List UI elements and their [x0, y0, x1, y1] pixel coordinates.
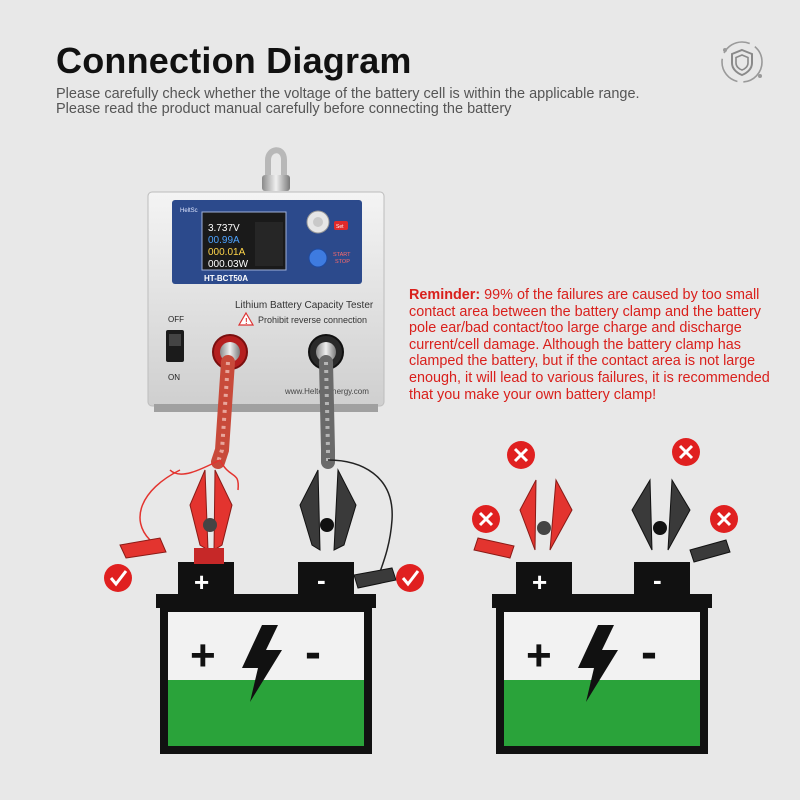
- set-label: Set: [336, 224, 344, 230]
- reminder-body: 99% of the failures are caused by too sm…: [409, 287, 770, 403]
- reminder-label: Reminder:: [409, 287, 481, 303]
- cross-mark-icon: [507, 441, 535, 469]
- reading-voltage: 3.737V: [208, 223, 240, 234]
- shield-icon: [721, 41, 763, 83]
- tester-device: HeltSc 3.737V 00.99A 000.01A 000.03W HT-…: [147, 147, 385, 412]
- red-clamp: [119, 469, 233, 564]
- small-black-clip: [353, 567, 397, 589]
- check-mark-icon: [396, 564, 424, 592]
- reminder-text: Reminder: 99% of the failures are caused…: [409, 287, 789, 403]
- check-mark-icon: [104, 564, 132, 592]
- reading-current-2: 000.01A: [208, 247, 246, 258]
- start-stop-button[interactable]: [308, 248, 328, 268]
- post-minus-label-wrong: -: [653, 565, 662, 595]
- switch-on-label: ON: [168, 373, 180, 382]
- cables: [139, 355, 393, 579]
- device-feet: [154, 404, 378, 412]
- post-plus-label-wrong: +: [532, 567, 547, 597]
- device-name-label: Lithium Battery Capacity Tester: [235, 300, 374, 311]
- warning-triangle-icon: !: [237, 311, 255, 326]
- battery-wrong: + - + -: [492, 562, 712, 754]
- black-clamp: [299, 468, 397, 589]
- negative-post: [298, 562, 354, 594]
- cross-mark-icon: [710, 505, 738, 533]
- switch-off-label: OFF: [168, 315, 184, 324]
- battery-minus-symbol-wrong: -: [641, 626, 657, 679]
- small-red-clip-wrong: [473, 537, 515, 559]
- set-button[interactable]: [334, 221, 348, 230]
- page-title: Connection Diagram: [56, 40, 412, 81]
- brand-label: HeltSc: [180, 208, 198, 214]
- model-label: HT-BCT50A: [204, 274, 248, 283]
- positive-post-wrong: [516, 562, 572, 594]
- red-clamp-wrong: [473, 478, 573, 559]
- lightning-icon: [242, 625, 282, 702]
- stop-label: STOP: [335, 259, 350, 265]
- start-label: START: [333, 252, 351, 258]
- subtitle-line-2: Please read the product manual carefully…: [56, 101, 512, 117]
- lightning-icon: [578, 625, 618, 702]
- lcd-side-info: [255, 222, 283, 266]
- battery-plus-symbol-wrong: +: [526, 631, 552, 680]
- reading-power: 000.03W: [208, 259, 249, 270]
- handle-base: [262, 175, 290, 191]
- post-minus-label: -: [317, 565, 326, 595]
- post-plus-label: +: [194, 567, 209, 597]
- reading-current: 00.99A: [208, 235, 240, 246]
- battery-charge-fill: [168, 680, 364, 746]
- negative-post-wrong: [634, 562, 690, 594]
- cross-mark-icon: [672, 438, 700, 466]
- device-handle: [265, 147, 287, 190]
- black-clamp-wrong: [631, 478, 731, 563]
- small-black-clip-wrong: [689, 539, 731, 563]
- subtitle-line-1: Please carefully check whether the volta…: [56, 86, 640, 102]
- small-red-clip: [119, 537, 167, 559]
- cross-mark-icon: [472, 505, 500, 533]
- battery-correct: + - + -: [156, 562, 376, 754]
- positive-post: [178, 562, 234, 594]
- battery-charge-fill-wrong: [504, 680, 700, 746]
- battery-plus-symbol: +: [190, 631, 216, 680]
- battery-minus-symbol: -: [305, 626, 321, 679]
- svg-text:!: !: [245, 317, 248, 326]
- warning-label: Prohibit reverse connection: [258, 315, 367, 325]
